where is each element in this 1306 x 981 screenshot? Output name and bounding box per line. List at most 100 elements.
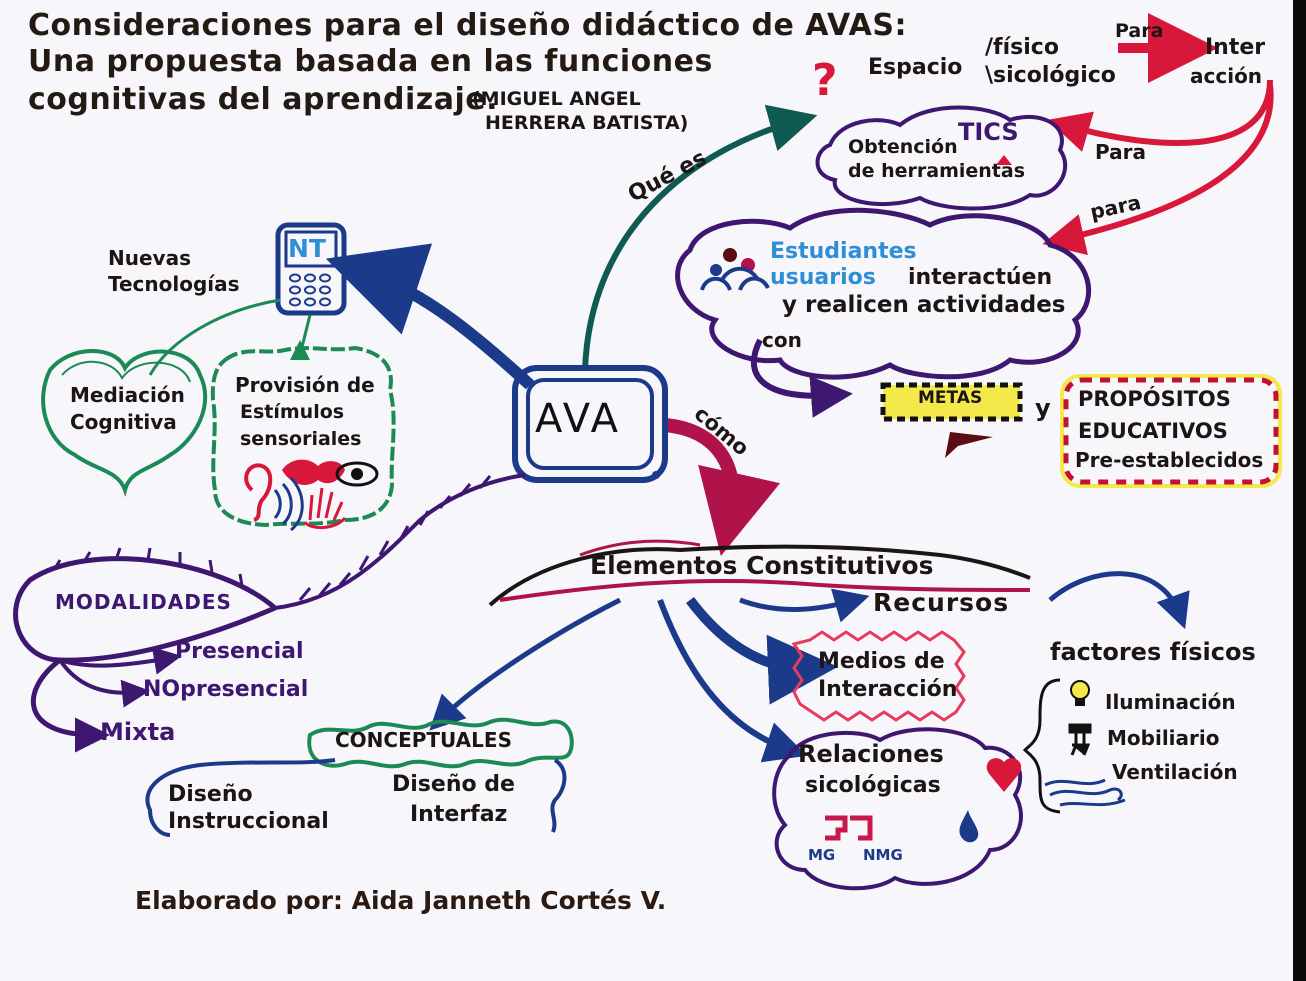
accion-label: acción	[1190, 64, 1263, 88]
medios-box	[791, 630, 966, 722]
ava-to-elementos-arrow	[664, 418, 781, 557]
conceptuales-left-1: Diseño	[168, 782, 253, 807]
presencial-branch	[59, 646, 182, 675]
metas-box	[880, 382, 1023, 422]
ava-screen-frame	[512, 365, 668, 483]
elementos-shape	[488, 544, 1031, 607]
sound-waves-icon	[273, 476, 304, 532]
inter-label: Inter	[1205, 35, 1266, 60]
bulb-icon	[1070, 680, 1090, 706]
mouth-icon	[282, 459, 345, 485]
factor-iluminacion: Iluminación	[1105, 690, 1236, 714]
nopresencial-branch	[58, 658, 150, 708]
title-line-1: Consideraciones para el diseño didáctico…	[28, 8, 907, 43]
conceptuales-box	[307, 717, 574, 769]
modalidad-presencial: Presencial	[175, 639, 304, 664]
mediacion-line-1: Mediación	[70, 383, 185, 407]
modalidad-mixta: Mixta	[100, 718, 176, 746]
modalidades-to-ava-line	[274, 473, 526, 610]
propositos-box	[1060, 374, 1282, 488]
nt-line-2: Tecnologías	[108, 272, 240, 296]
mg-shape	[825, 815, 873, 841]
relaciones-cloud	[772, 727, 1023, 891]
elementos-to-conceptuales-arrow	[429, 597, 622, 731]
factores-brace	[1022, 678, 1061, 814]
title-line-2: Una propuesta basada en las funciones	[28, 44, 713, 79]
factores-label: factores físicos	[1050, 638, 1256, 666]
wind-icon	[1044, 778, 1126, 807]
estudiantes-line-1: Estudiantes	[770, 239, 917, 264]
espacio-label: Espacio	[868, 55, 963, 80]
tics-line-1: Obtención	[848, 136, 958, 158]
modalidad-nopresencial: NOpresencial	[143, 677, 309, 702]
hand-icon	[303, 487, 347, 529]
question-mark: ?	[812, 55, 838, 106]
elementos-to-medios-arrow	[686, 596, 838, 705]
scan-edge	[1293, 0, 1306, 981]
metas-flag	[945, 432, 993, 458]
propositos-line-1: PROPÓSITOS	[1078, 387, 1231, 411]
recursos-to-factores-arrow	[1048, 571, 1190, 630]
factor-ventilacion: Ventilación	[1112, 760, 1238, 784]
propositos-line-3: Pre-establecidos	[1075, 448, 1264, 472]
nt-phone-body	[275, 222, 347, 316]
elementos-to-relaciones-arrow	[657, 598, 808, 763]
eye-icon	[335, 461, 379, 487]
heart-icon	[986, 758, 1022, 792]
tics-line-2: de herramientas	[848, 160, 1026, 182]
conceptuales-left-2: Instruccional	[168, 809, 329, 834]
estudiantes-line-3: y realicen actividades	[782, 292, 1066, 318]
medios-line-1: Medios de	[818, 649, 945, 674]
propositos-line-2: EDUCATIVOS	[1078, 419, 1228, 443]
interaccion-to-tics-arrow	[1047, 79, 1273, 152]
students-icon	[700, 248, 770, 291]
provision-bubble	[210, 345, 396, 528]
estudiantes-line-2a: usuarios	[770, 265, 876, 290]
ear-icon	[244, 463, 273, 522]
chair-icon	[1068, 723, 1092, 756]
metas-label: METAS	[918, 388, 983, 408]
link-con: con	[762, 328, 802, 352]
relaciones-line-2: sicológicas	[805, 773, 941, 798]
ava-to-question-arrow	[582, 104, 818, 371]
ava-to-nt-arrow	[325, 243, 535, 390]
link-para-mid: Para	[1095, 140, 1146, 164]
tics-cloud	[815, 105, 1068, 211]
estudiantes-to-metas-arrow	[750, 338, 853, 418]
drop-icon	[959, 810, 979, 843]
relaciones-nmg: NMG	[863, 846, 903, 864]
relaciones-mg: MG	[808, 846, 836, 864]
estudiantes-line-2b: interactúen	[908, 265, 1053, 290]
modalidades-loop	[13, 556, 277, 663]
factor-mobiliario: Mobiliario	[1107, 726, 1220, 750]
conceptuales-wave	[145, 758, 567, 837]
provision-line-3: sensoriales	[240, 428, 362, 450]
fisico-label: /físico	[985, 35, 1059, 60]
mixta-branch	[30, 658, 110, 753]
elementos-to-recursos-arrow	[739, 588, 870, 623]
modalidades-label: MODALIDADES	[55, 590, 232, 614]
title-author-1: (MIGUEL ANGEL	[472, 88, 641, 110]
ava-label: AVA	[535, 396, 621, 442]
title-author-2: HERRERA BATISTA)	[485, 112, 689, 134]
recursos-label: Recursos	[873, 588, 1010, 617]
conceptuales-label: CONCEPTUALES	[335, 728, 512, 752]
sicologico-label: \sicológico	[985, 63, 1116, 88]
elementos-label: Elementos Constitutivos	[590, 551, 934, 580]
nt-label: NT	[288, 234, 326, 263]
mediacion-line-2: Cognitiva	[70, 410, 177, 434]
interaccion-to-estudiantes-arrow	[1042, 84, 1274, 256]
tics-pointer	[996, 155, 1012, 165]
relaciones-line-1: Relaciones	[798, 740, 944, 768]
conceptuales-right-2: Interfaz	[410, 802, 508, 827]
tics-label: TICS	[958, 118, 1019, 146]
title-line-3: cognitivas del aprendizaje.	[28, 82, 498, 117]
provision-line-1: Provisión de	[235, 373, 375, 397]
link-para-top: Para	[1115, 20, 1164, 42]
conceptuales-right-1: Diseño de	[392, 772, 515, 797]
provision-line-2: Estímulos	[240, 401, 345, 423]
estudiantes-cloud	[675, 207, 1092, 380]
nt-line-1: Nuevas	[108, 246, 191, 270]
